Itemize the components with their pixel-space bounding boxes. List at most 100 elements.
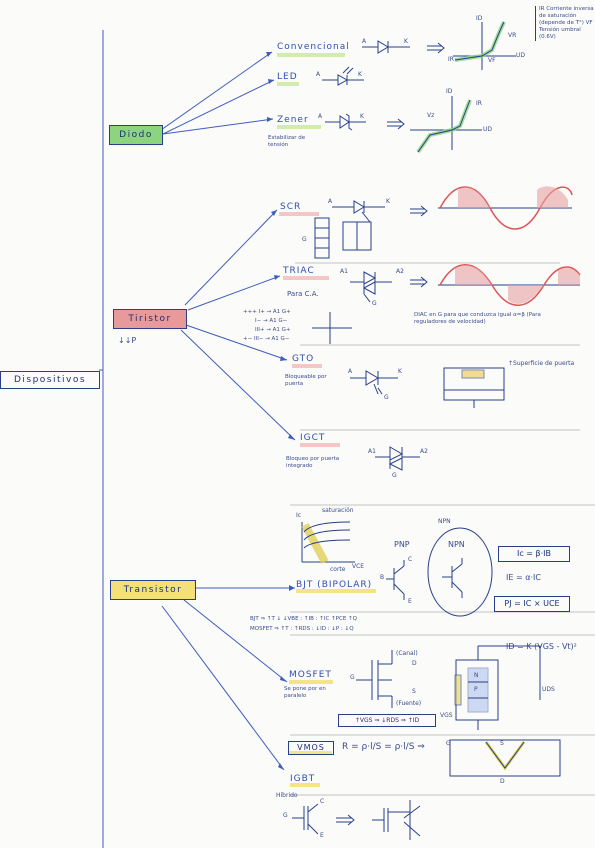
zener-ud: UD: [483, 126, 493, 133]
mosfet-vds: UDS: [542, 686, 555, 693]
igbt-sub: Híbrido: [276, 792, 298, 799]
highlight-zener: [277, 125, 321, 129]
scr-g: G: [302, 236, 307, 243]
mosfet-note: ↑VGS ⇒ ↓RDS ⇒ ↑ID: [338, 714, 436, 727]
root-node: Dispositivos: [0, 371, 100, 389]
gto-structure: [443, 367, 505, 408]
vmos-g: G: [446, 740, 451, 747]
label-triac: TRIAC: [283, 266, 315, 276]
diac-note: DIAC en G para que conduzca igual α=β (P…: [414, 312, 541, 325]
arrow-to-triac: [187, 275, 281, 311]
arrow-implies-5: [336, 814, 355, 826]
led-symbol: [322, 66, 364, 86]
mosfet-d: D: [412, 660, 417, 667]
bjt-npn-label: NPN: [438, 518, 451, 525]
igbt-g: G: [283, 812, 288, 819]
arrow-to-led: [162, 79, 275, 135]
graph-vce: VCE: [352, 563, 365, 570]
bjt-output-graph: [301, 521, 355, 564]
arrow-implies-2: [387, 118, 405, 130]
triac-a2: A2: [396, 268, 404, 275]
conv-ir: IR: [448, 56, 454, 63]
highlight-igct: [300, 443, 340, 447]
highlight-triac: [283, 276, 329, 280]
quadrant-axes: [312, 312, 352, 344]
led-k: K: [358, 71, 362, 78]
mosfet-canal: (Canal): [396, 650, 418, 657]
label-vmos: VMOS: [288, 741, 334, 755]
zener-ir: IR: [476, 100, 482, 107]
pnp-symbol: [386, 560, 405, 600]
label-led: LED: [277, 72, 298, 82]
igbt-c: C: [320, 798, 325, 805]
mosfet-g: G: [350, 674, 355, 681]
category-diodo: Diodo: [109, 125, 163, 145]
mosfet-sub: Se pone por en paralelo: [284, 686, 326, 699]
highlight-vmos: [288, 751, 332, 755]
led-a: A: [316, 71, 321, 78]
label-mosfet: MOSFET: [289, 670, 332, 680]
label-zener: Zener: [277, 115, 309, 125]
npn-circle: [427, 527, 493, 617]
bjt-pnp: PNP: [394, 540, 410, 549]
mosfet-vgs: VGS: [440, 712, 453, 719]
formula-ic: Ic = β·IB: [498, 546, 570, 562]
quadrant-3: III+ → A1 G+: [255, 327, 291, 333]
label-bjt: BJT (BIPOLAR): [296, 580, 373, 590]
highlight-scr: [279, 212, 319, 216]
category-tiristor: Tiristor: [113, 309, 187, 329]
highlight-gto: [292, 364, 322, 368]
zener-iv-curve: [410, 96, 482, 154]
arrow-to-zener: [162, 118, 274, 135]
arrow-implies-1: [427, 42, 445, 54]
quadrant-4: +− III− → A1 G−: [243, 336, 290, 342]
scr-a: A: [328, 198, 333, 205]
scr-structure: [314, 217, 372, 259]
igbt-equivalent: [372, 800, 421, 840]
highlight-mosfet: [289, 680, 333, 684]
diodo-side-note: IR Corriente inversa de saturación (depe…: [535, 6, 595, 41]
bjt-npn: NPN: [448, 540, 465, 549]
scr-symbol: [332, 200, 385, 223]
triac-symbol: [350, 271, 392, 303]
arrow-to-convencional: [160, 51, 273, 131]
igct-a2: A2: [420, 448, 428, 455]
conv-a: A: [362, 38, 367, 45]
conv-vf: VF: [488, 57, 496, 64]
arrow-to-igbt: [161, 605, 285, 771]
arrow-implies-3: [410, 205, 428, 217]
arrow-to-scr: [184, 209, 278, 306]
vmos-eq: R = ρ·l/S = ρ·l/S ⇒: [342, 742, 425, 752]
arrow-to-gto: [185, 324, 288, 361]
quadrant-1: +++ I+ → A1 G+: [243, 309, 291, 315]
formula-pj: PJ = IC × UCE: [494, 596, 570, 612]
label-convencional: Convencional: [277, 42, 350, 52]
label-igct: IGCT: [300, 433, 326, 443]
bjt-b-pnp: B: [380, 574, 385, 581]
igct-symbol: [375, 446, 420, 471]
gto-g: G: [384, 394, 389, 401]
mosfet-fuente: (Fuente): [396, 700, 422, 707]
quadrant-2: I− → A1 G−: [255, 318, 288, 324]
bjt-thermal-line: BJT ⇒ ↑T ↓ ↓VBE : ↑IB : ↑IC ↑PCE ↑Q: [250, 616, 358, 622]
npn-symbol: [442, 558, 463, 598]
zener-symbol: [325, 113, 366, 131]
highlight-led: [277, 82, 299, 86]
mosfet-structure: [454, 645, 541, 730]
category-transistor: Transistor: [110, 580, 196, 600]
mosfet-s: S: [412, 688, 416, 695]
vmos-s: S: [500, 740, 504, 747]
triac-waveform: [438, 264, 581, 306]
mosfet-eq: ID = K (VGS - Vt)²: [506, 642, 577, 651]
highlight-igbt: [290, 783, 320, 787]
mosfet-thermal-line: MOSFET ⇒ ↑T : ↑RDS : ↓ID : ↓P : ↓Q: [250, 626, 354, 632]
scr-waveform: [438, 186, 573, 230]
arrow-implies-4: [410, 276, 428, 288]
igct-sub: Bloqueo por puerta integrado: [286, 456, 340, 469]
vmos-d: D: [500, 778, 505, 785]
mosfet-symbol: [356, 650, 393, 708]
diode-iv-curve: [453, 21, 516, 70]
label-gto: GTO: [292, 354, 315, 364]
